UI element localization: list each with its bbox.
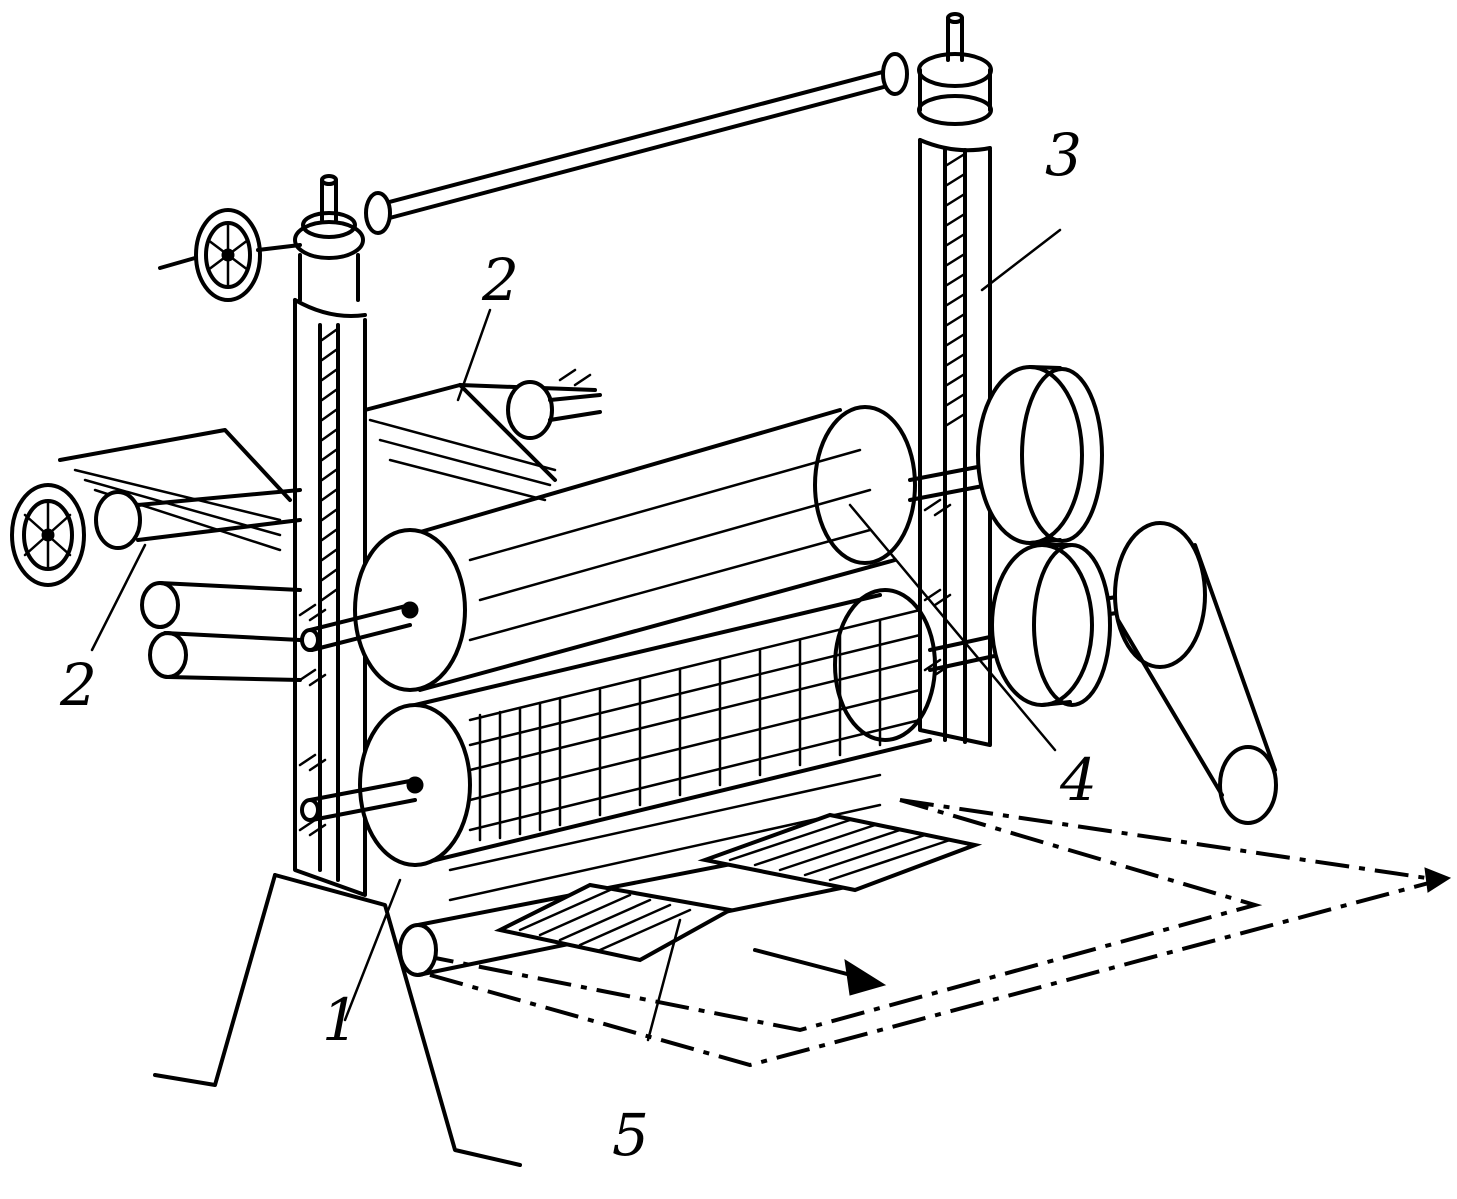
belt-drive <box>1113 521 1278 825</box>
lower-forming-roller <box>300 588 1047 867</box>
top-cross-shaft <box>364 52 909 235</box>
feed-direction-arrow-icon <box>753 948 887 996</box>
callout-upper-roller: 4 <box>1059 746 1097 814</box>
callout-cut-tiles: 5 <box>612 1101 649 1169</box>
upper-roller <box>300 405 1042 692</box>
sheet-feed-left <box>10 428 302 682</box>
callout-sheet-top: 2 <box>481 246 519 314</box>
left-frame-column <box>293 174 367 897</box>
callout-rollers: 1 <box>322 986 359 1054</box>
left-lead-screw <box>320 328 338 602</box>
sheet-feed-upper <box>363 368 602 502</box>
handwheel-top-icon <box>158 208 302 302</box>
right-lead-screw <box>945 153 965 427</box>
cut-tiles <box>494 812 983 963</box>
leader-lines <box>90 228 1062 1042</box>
left-base-block <box>153 873 522 1167</box>
callout-sheet-left: 2 <box>59 651 97 719</box>
callout-screw-column: 3 <box>1045 121 1082 189</box>
drive-gears <box>976 365 1162 707</box>
conveyor-platform <box>419 798 1452 1068</box>
callout-labels: 1 2 2 3 4 5 <box>59 121 1097 1169</box>
